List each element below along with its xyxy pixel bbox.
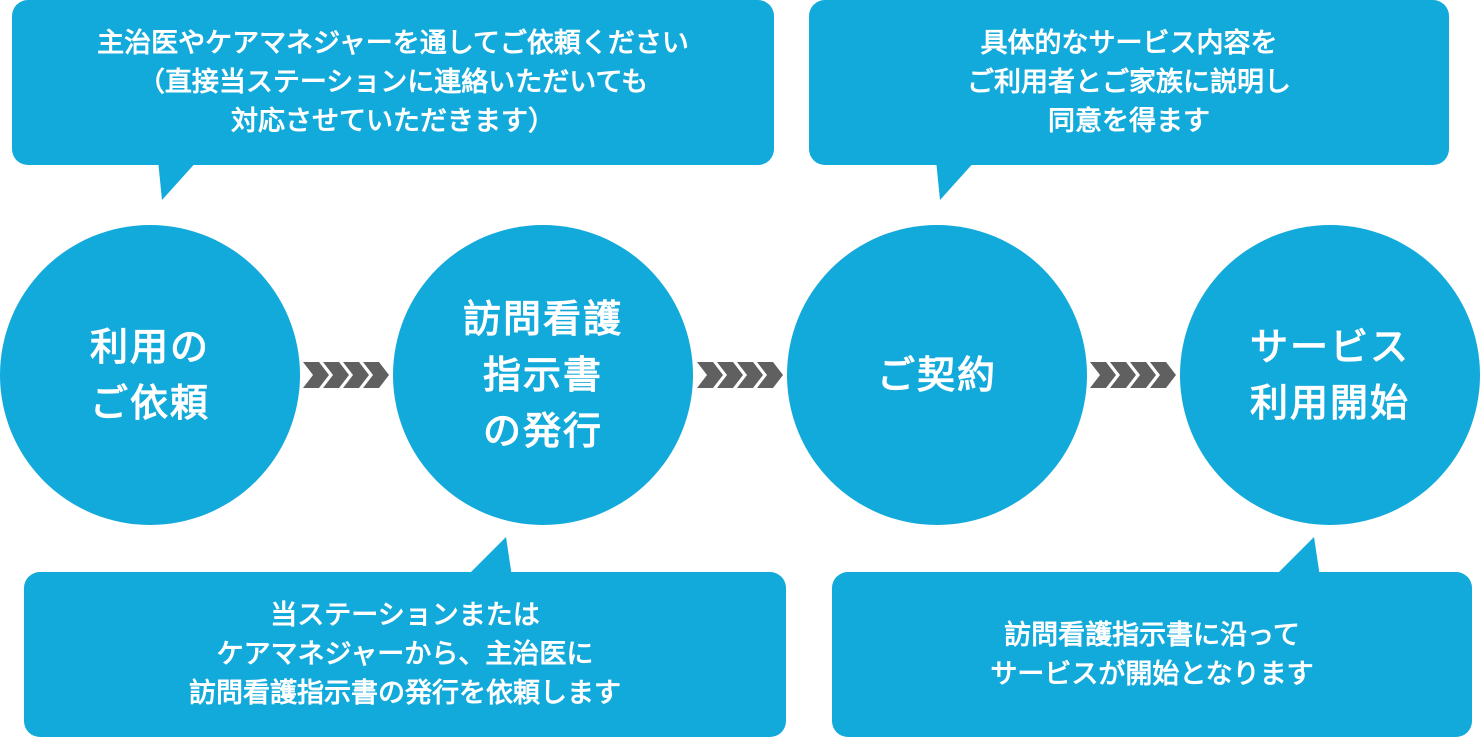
step-request: 利用の ご依頼 [0,225,300,525]
note-start-line-2: サービスが開始となります [990,658,1314,690]
note-instruction-tail [466,537,512,577]
note-start-tail [1274,537,1320,577]
note-instruction: 当ステーションまたは ケアマネジャーから、主治医に 訪問看護指示書の発行を依頼し… [24,572,786,737]
note-request: 主治医やケアマネジャーを通してご依頼ください （直接当ステーションに連絡いただい… [12,0,774,165]
note-start-line-1: 訪問看護指示書に沿って [1004,619,1300,651]
chevron-arrows-icon [1090,362,1176,388]
chevron-arrows-icon [697,362,783,388]
note-request-line-2: （直接当ステーションに連絡いただいても [137,67,649,98]
step-start: サービス 利用開始 [1180,225,1480,525]
note-instruction-line-1: 当ステーションまたは [270,600,540,631]
note-instruction-line-2: ケアマネジャーから、主治医に [216,639,594,670]
step-contract-line-1: ご契約 [876,353,997,397]
note-contract-line-1: 具体的なサービス内容を [980,28,1278,59]
step-instruction-line-3: の発行 [482,409,603,453]
note-start: 訪問看護指示書に沿って サービスが開始となります [832,572,1472,737]
step-instruction-line-2: 指示書 [482,353,603,397]
note-instruction-line-3: 訪問看護指示書の発行を依頼します [189,678,621,709]
note-contract: 具体的なサービス内容を ご利用者とご家族に説明し 同意を得ます [809,0,1449,165]
note-contract-line-2: ご利用者とご家族に説明し [967,67,1291,98]
note-request-line-3: 対応させていただきます） [231,106,555,137]
step-start-line-1: サービス [1249,325,1410,369]
note-request-line-1: 主治医やケアマネジャーを通してご依頼ください [97,28,689,59]
step-contract: ご契約 [787,225,1087,525]
step-instruction-line-1: 訪問看護 [462,297,623,341]
note-contract-line-3: 同意を得ます [1048,106,1210,137]
step-instruction: 訪問看護 指示書 の発行 [393,225,693,525]
step-request-line-2: ご依頼 [89,381,210,425]
step-start-line-2: 利用開始 [1249,381,1410,425]
note-request-tail [158,160,198,200]
step-request-line-1: 利用の [89,325,210,369]
chevron-arrows-icon [303,362,389,388]
note-contract-tail [936,160,976,200]
